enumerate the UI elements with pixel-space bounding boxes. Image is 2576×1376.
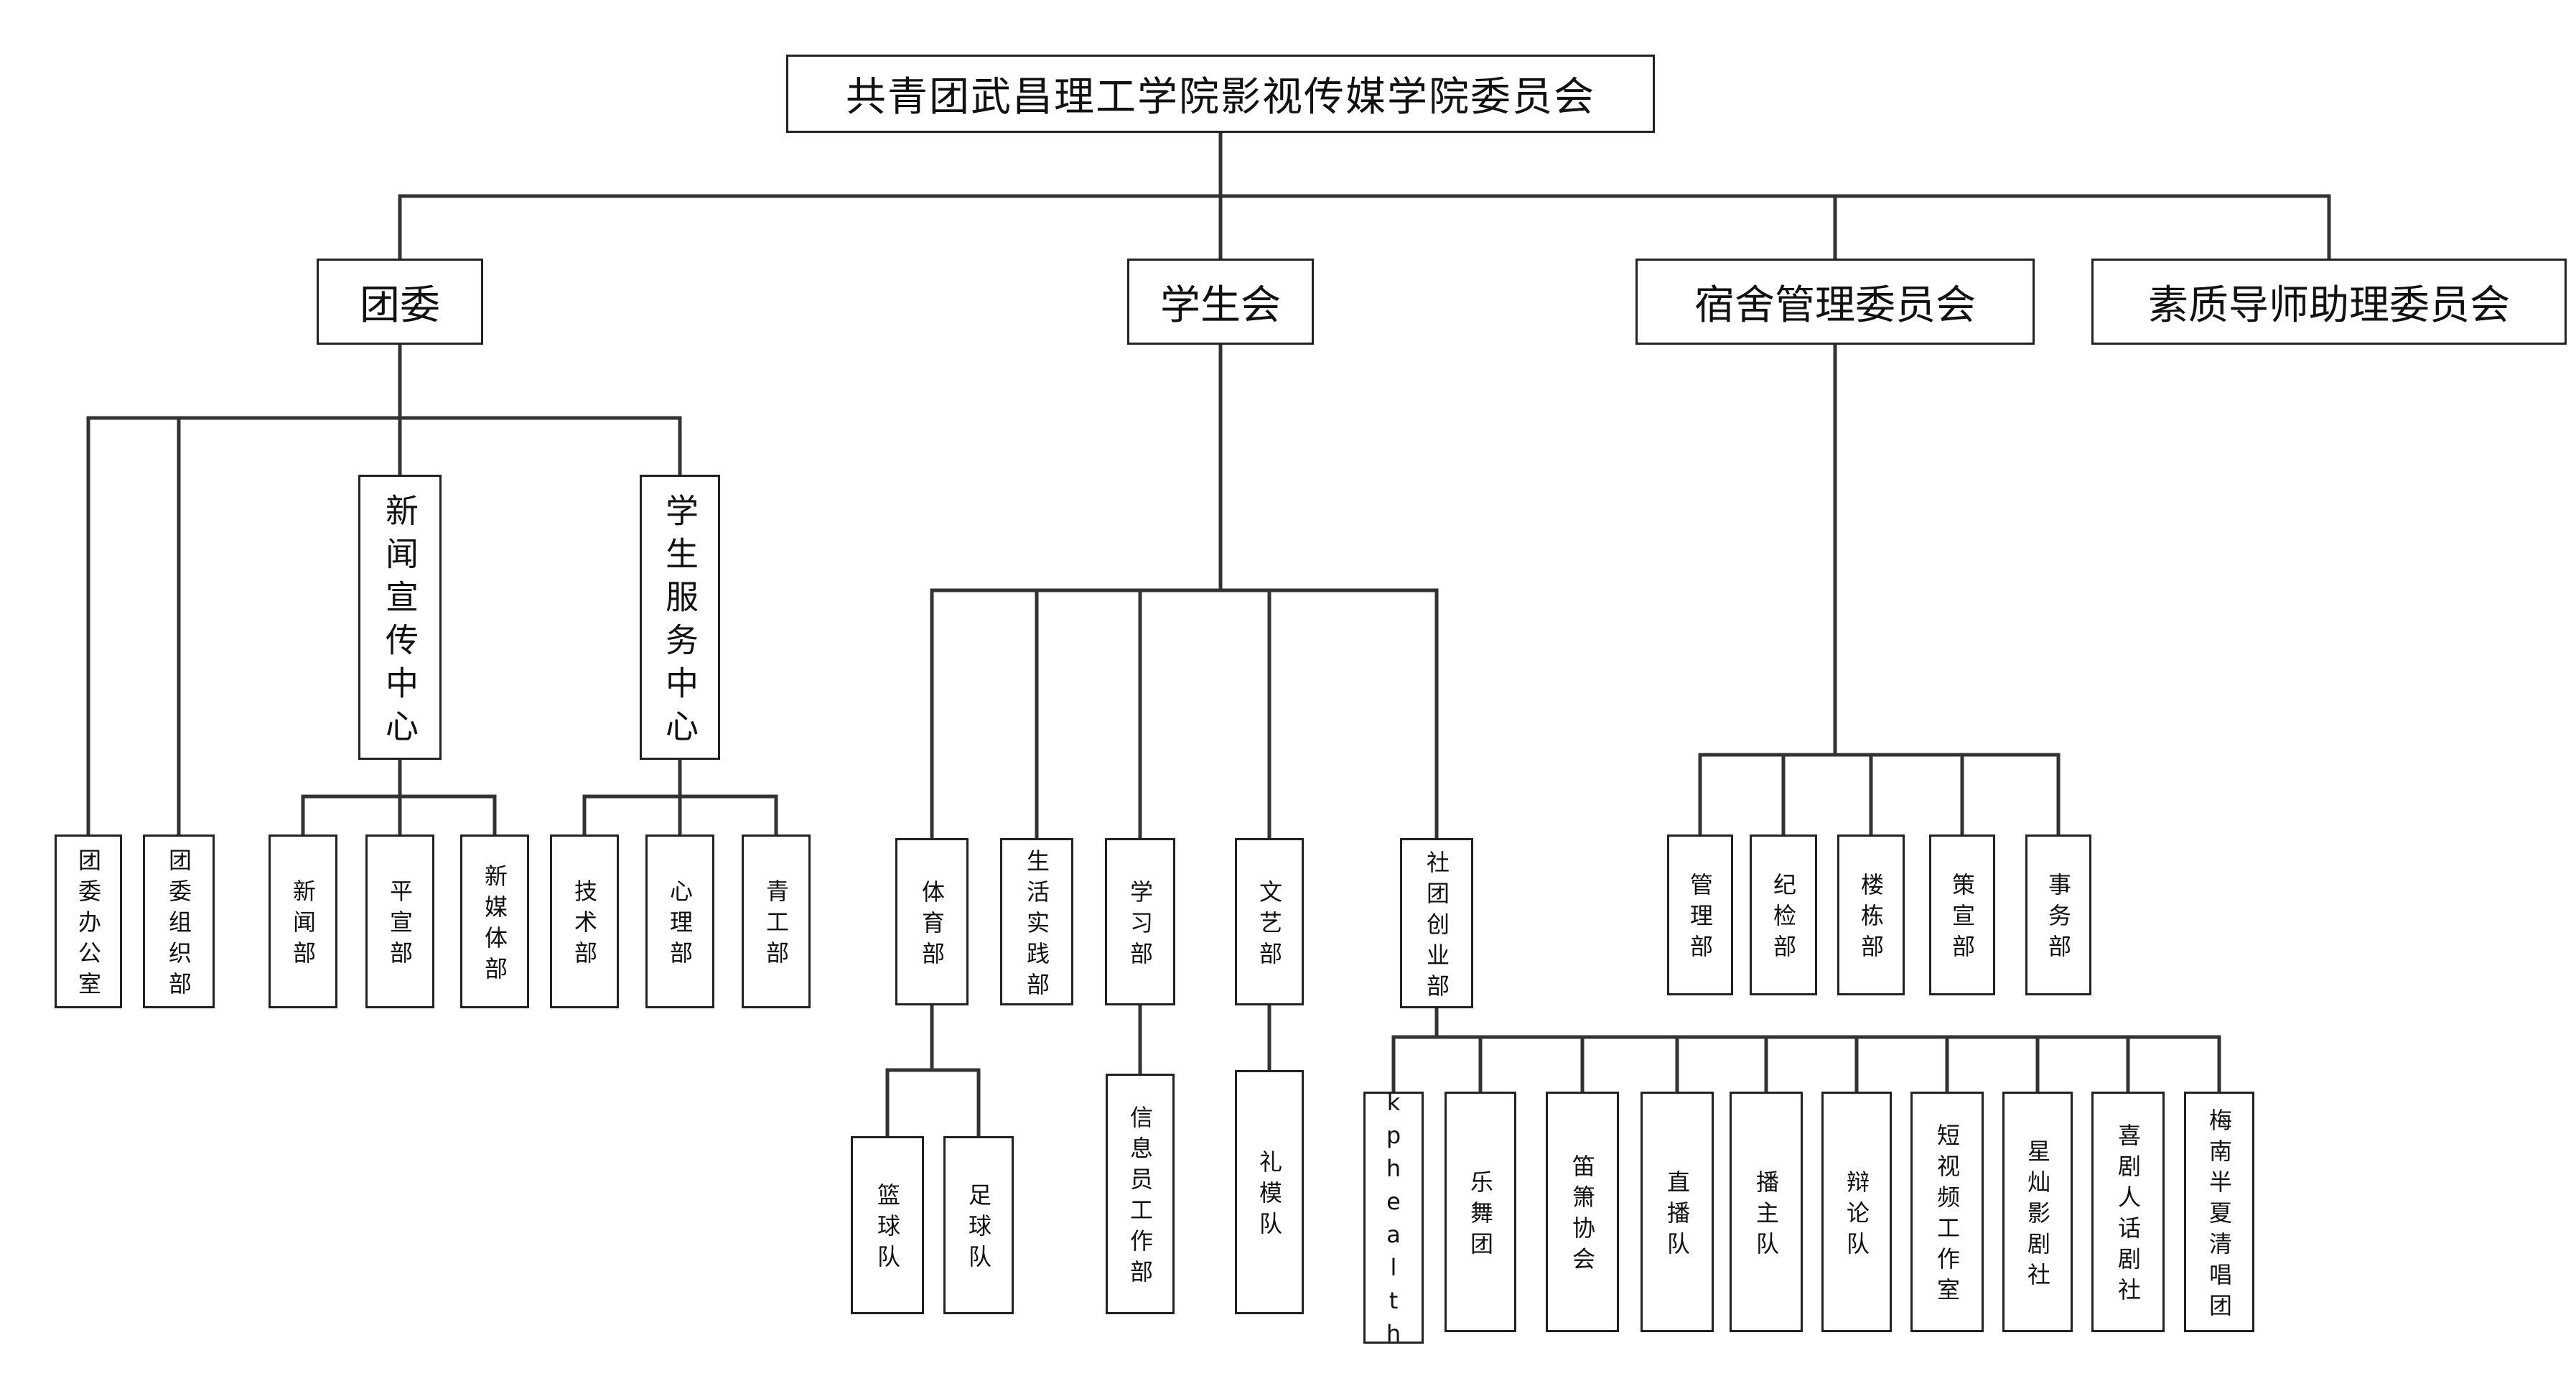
connector-news-center xyxy=(301,758,497,837)
node-label: 团委 xyxy=(360,282,440,329)
node-news-dept: 新闻部 xyxy=(269,835,337,1008)
connector-sports xyxy=(885,1003,981,1138)
node-label: 学生服务中心 xyxy=(661,493,699,752)
node-label: 管理部 xyxy=(1686,873,1714,965)
node-club-broadcast: 播主队 xyxy=(1730,1092,1803,1332)
node-label: 学习部 xyxy=(1126,879,1154,972)
node-label: 星灿影剧社 xyxy=(2024,1138,2051,1293)
node-club-debate: 辩论队 xyxy=(1821,1092,1892,1332)
node-label: 喜剧人话剧社 xyxy=(2114,1123,2142,1308)
node-dorm-discipline-dept: 纪检部 xyxy=(1750,835,1817,995)
node-label: 信息员工作部 xyxy=(1126,1105,1154,1291)
node-label: 学生会 xyxy=(1160,282,1281,329)
node-dorm-management-dept: 管理部 xyxy=(1667,835,1733,995)
node-label: 体育部 xyxy=(918,879,946,972)
node-label: 青工部 xyxy=(762,879,790,972)
node-label: 乐舞团 xyxy=(1467,1169,1494,1263)
node-dorm-publicity-dept: 策宣部 xyxy=(1929,835,1995,995)
connector-service-center xyxy=(582,758,778,837)
node-basketball-team: 篮球队 xyxy=(851,1136,924,1314)
node-arts-dept: 文艺部 xyxy=(1235,838,1304,1005)
node-etiquette-team: 礼模队 xyxy=(1235,1070,1304,1314)
node-student-union: 学生会 xyxy=(1127,259,1314,345)
node-label: 新媒体部 xyxy=(481,863,508,987)
node-tech-dept: 技术部 xyxy=(550,835,619,1008)
node-label: 短视频工作室 xyxy=(1933,1123,1961,1308)
node-dorm-affairs-dept: 事务部 xyxy=(2025,835,2091,995)
root-node: 共青团武昌理工学院影视传媒学院委员会 xyxy=(786,55,1655,133)
node-label: 团委办公室 xyxy=(75,848,102,1003)
node-news-center: 新闻宣传中心 xyxy=(358,475,442,760)
node-youth-league-office: 团委办公室 xyxy=(55,835,122,1008)
node-info-officer-dept: 信息员工作部 xyxy=(1106,1074,1175,1314)
node-club-flute: 笛箫协会 xyxy=(1546,1092,1619,1332)
node-life-practice-dept: 生活实践部 xyxy=(1000,838,1073,1005)
node-label: 楼栋部 xyxy=(1857,873,1885,965)
node-club-comedy-drama: 喜剧人话剧社 xyxy=(2091,1092,2165,1332)
node-label: 心理部 xyxy=(666,879,694,972)
node-label: 文艺部 xyxy=(1256,879,1283,972)
node-label: 新闻宣传中心 xyxy=(381,493,419,752)
node-label: kphealth xyxy=(1380,1088,1407,1353)
node-label: 播主队 xyxy=(1753,1169,1780,1263)
node-mentor-assistant-committee: 素质导师助理委员会 xyxy=(2091,259,2567,345)
node-sports-dept: 体育部 xyxy=(895,838,969,1005)
node-label: 足球队 xyxy=(965,1183,992,1275)
node-label: 笛箫协会 xyxy=(1569,1154,1596,1278)
node-label: 生活实践部 xyxy=(1023,848,1050,1003)
node-psych-dept: 心理部 xyxy=(645,835,714,1008)
node-label: 礼模队 xyxy=(1256,1150,1283,1242)
node-label: 技术部 xyxy=(571,879,598,972)
node-label: 篮球队 xyxy=(874,1183,901,1275)
connector-student-union xyxy=(930,343,1439,840)
node-football-team: 足球队 xyxy=(943,1136,1014,1314)
node-youth-work-dept: 青工部 xyxy=(742,835,811,1008)
node-label: 纪检部 xyxy=(1770,873,1797,965)
node-youth-league-org-dept: 团委组织部 xyxy=(143,835,215,1008)
node-youth-league: 团委 xyxy=(317,259,483,345)
node-club-livestream: 直播队 xyxy=(1641,1092,1714,1332)
node-club-dept: 社团创业部 xyxy=(1400,838,1473,1008)
node-club-xingcan-drama: 星灿影剧社 xyxy=(2002,1092,2073,1332)
root-label: 共青团武昌理工学院影视传媒学院委员会 xyxy=(846,74,1595,121)
node-label: 社团创业部 xyxy=(1423,850,1450,1005)
node-label: 新闻部 xyxy=(289,879,317,972)
node-label: 事务部 xyxy=(2045,873,2072,965)
connector-youth-league xyxy=(86,343,682,837)
node-study-dept: 学习部 xyxy=(1105,838,1175,1005)
node-label: 宿舍管理委员会 xyxy=(1694,282,1976,329)
node-label: 辩论队 xyxy=(1843,1169,1870,1263)
node-new-media-dept: 新媒体部 xyxy=(460,835,529,1008)
node-label: 平宣部 xyxy=(386,879,414,972)
connector-clubs xyxy=(1391,1006,2221,1094)
connector-dorm xyxy=(1698,343,2061,837)
node-club-kphealth: kphealth xyxy=(1363,1089,1424,1353)
node-label: 策宣部 xyxy=(1949,873,1976,965)
node-service-center: 学生服务中心 xyxy=(640,475,720,760)
node-club-meinan-choir: 梅南半夏清唱团 xyxy=(2184,1092,2254,1332)
node-publicity-dept: 平宣部 xyxy=(365,835,434,1008)
node-dorm-committee: 宿舍管理委员会 xyxy=(1635,259,2035,345)
node-dorm-building-dept: 楼栋部 xyxy=(1837,835,1905,995)
node-label: 直播队 xyxy=(1663,1169,1691,1263)
node-label: 素质导师助理委员会 xyxy=(2148,282,2510,329)
node-label: 团委组织部 xyxy=(165,848,192,1003)
node-club-dance: 乐舞团 xyxy=(1445,1092,1516,1332)
node-label: 梅南半夏清唱团 xyxy=(2206,1107,2233,1324)
node-club-short-video: 短视频工作室 xyxy=(1910,1092,1984,1332)
connector-root xyxy=(398,131,2331,261)
